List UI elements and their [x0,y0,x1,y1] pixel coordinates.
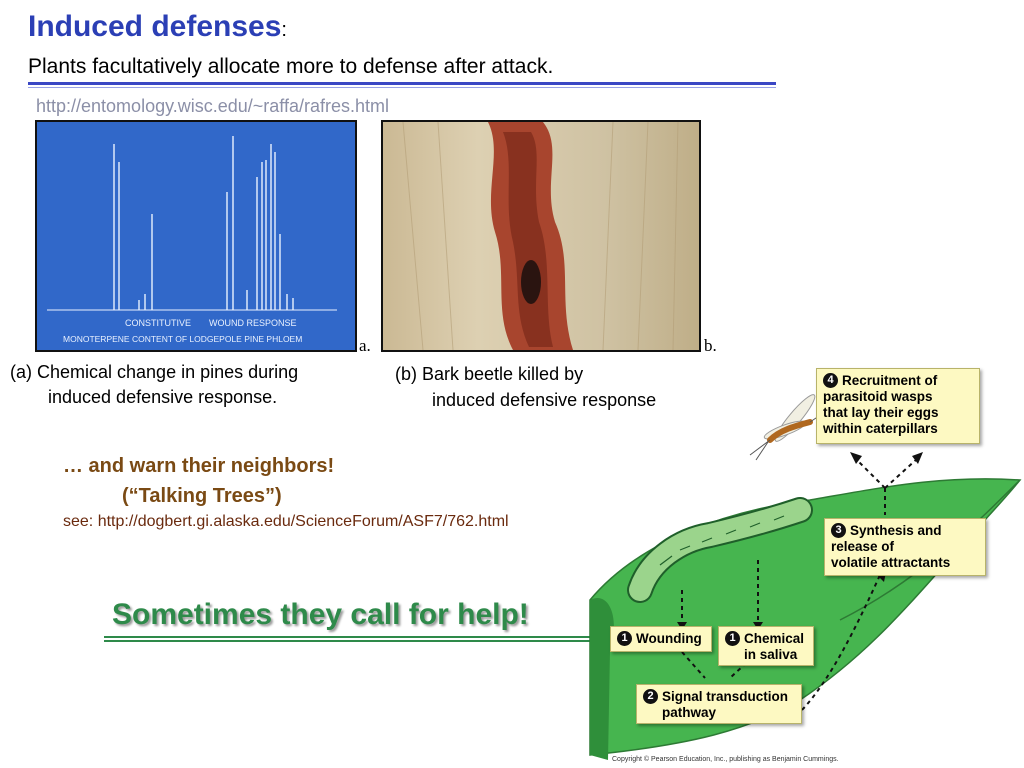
step-1b-line1: Chemical [744,631,805,646]
caption-a-line1: (a) Chemical change in pines during [10,362,299,382]
step-3-box: 3 Synthesis and release of volatile attra… [824,518,986,576]
wasp-icon [749,394,826,461]
step-3-line1: Synthesis and [850,523,942,538]
see-link[interactable]: see: http://dogbert.gi.alaska.edu/Scienc… [63,513,509,530]
step-2-line2: pathway [662,705,717,720]
step-4-box: 4 Recruitment of parasitoid wasps that la… [816,368,980,444]
slide-subtitle: Plants facultatively allocate more to de… [28,55,554,78]
chromatogram-photo: CONSTITUTIVE WOUND RESPONSE MONOTERPENE … [35,120,357,352]
bark-photo [381,120,701,352]
caption-b-line1: (b) Bark beetle killed by [395,364,584,384]
bark-graphic [383,122,699,350]
step-3-line3: volatile attractants [831,555,951,570]
step-1a-line1: Wounding [636,631,702,646]
step-3-line2: release of [831,539,895,554]
step-1a-number: 1 [617,631,632,646]
copyright-notice: Copyright © Pearson Education, Inc., pub… [612,756,839,763]
plant-signaling-diagram: 4 Recruitment of parasitoid wasps that la… [580,360,1024,768]
caption-b-line2: induced defensive response [432,390,657,410]
source-url: http://entomology.wisc.edu/~raffa/rafres… [36,96,390,116]
step-1b-line2: in saliva [744,647,798,662]
step-2-line1: Signal transduction [662,689,789,704]
figure-a-tag: a. [359,336,371,355]
step-4-line2: parasitoid wasps [823,389,933,404]
step-1-saliva-box: 1 Chemical in saliva [718,626,814,666]
title-underline [28,82,776,85]
step-1b-number: 1 [725,631,740,646]
caption-a-line2: induced defensive response. [48,387,278,407]
chromatogram-label-constitutive: CONSTITUTIVE [125,318,191,328]
step-4-line3: that lay their eggs [823,405,939,420]
step-4-number: 4 [823,373,838,388]
step-4-line4: within caterpillars [823,421,938,436]
call-for-help-heading: Sometimes they call for help! [112,598,529,631]
step-2-box: 2 Signal transduction pathway [636,684,802,724]
slide-title: Induced defenses: [28,10,287,44]
chromatogram-label-wound: WOUND RESPONSE [209,318,297,328]
talking-trees-heading: (“Talking Trees”) [122,485,282,507]
arrow-right-icon [104,632,612,646]
title-underline-thin [28,87,776,88]
step-1-wounding-box: 1 Wounding [610,626,712,652]
chromatogram-graphic: CONSTITUTIVE WOUND RESPONSE MONOTERPENE … [37,122,355,350]
title-text: Induced defenses [28,10,282,43]
chromatogram-label-bottom: MONOTERPENE CONTENT OF LODGEPOLE PINE PH… [63,334,302,344]
step-2-number: 2 [643,689,658,704]
step-4-line1: Recruitment of [842,373,938,388]
neighbors-heading: … and warn their neighbors! [63,455,335,477]
step-3-number: 3 [831,523,846,538]
caterpillar-icon [627,497,813,603]
figure-b-tag: b. [704,336,717,355]
title-colon: : [281,19,287,41]
